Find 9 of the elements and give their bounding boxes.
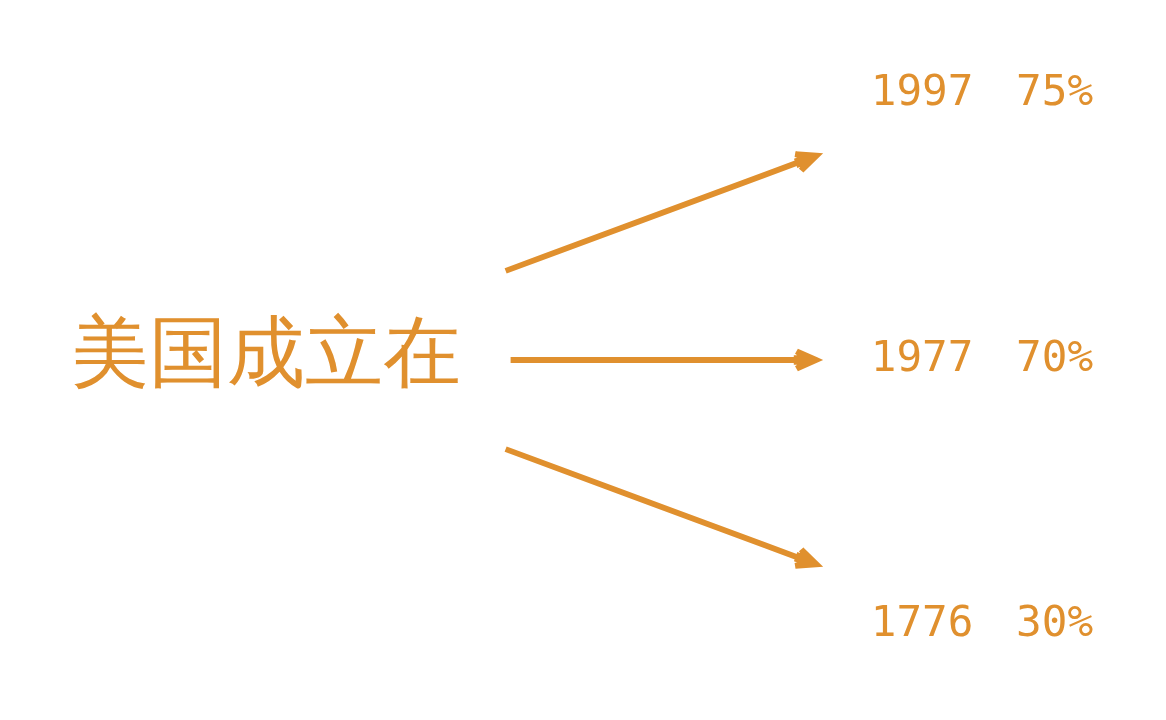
node-label: 75% xyxy=(1016,65,1094,116)
node-text: 美国成立在 xyxy=(71,307,462,398)
node-label: 30% xyxy=(1016,596,1094,647)
node-text: 1776 xyxy=(870,596,974,647)
arrow xyxy=(504,151,820,274)
node-text: 1977 xyxy=(870,330,974,381)
node-label: 70% xyxy=(1016,330,1094,381)
node-text: 1997 xyxy=(870,65,974,116)
arrow xyxy=(504,446,820,569)
